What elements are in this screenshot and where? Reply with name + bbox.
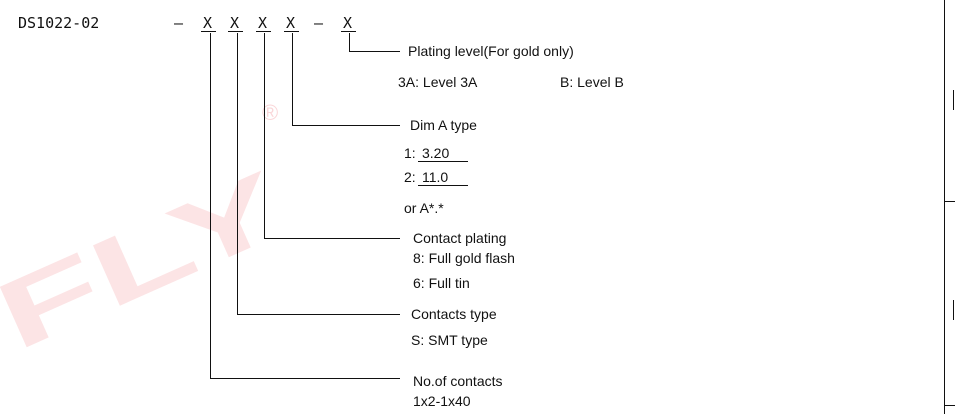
no-of-contacts-title: No.of contacts <box>413 373 503 389</box>
no-of-contacts-range: 1x2-1x40 <box>413 393 471 409</box>
contact-plating-block: Contact plating 8: Full gold flash 6: Fu… <box>413 230 515 291</box>
contact-plating-title: Contact plating <box>413 230 506 246</box>
contacts-type-option-s: S: SMT type <box>411 332 488 348</box>
leader-dim-a-type <box>292 33 400 126</box>
contacts-type-title: Contacts type <box>411 306 497 322</box>
dim-a-option2-value: 11.0 <box>422 169 448 185</box>
contacts-type-block: Contacts type S: SMT type <box>411 306 497 348</box>
leader-contact-plating <box>264 33 400 239</box>
part-number-dash: – <box>314 14 324 32</box>
part-number-prefix: DS1022-02 <box>18 14 99 32</box>
part-number-field-contacts-type: X <box>230 14 239 32</box>
part-number-field-contacts: X <box>203 14 212 32</box>
watermark-registered-mark: ® <box>262 100 278 125</box>
contact-plating-option-8: 8: Full gold flash <box>413 250 515 266</box>
watermark-text: FLY <box>0 151 299 371</box>
no-of-contacts-block: No.of contacts 1x2-1x40 <box>413 373 503 409</box>
plating-level-option-3a: 3A: Level 3A <box>398 74 478 90</box>
leader-plating-level <box>349 33 400 52</box>
plating-level-title: Plating level(For gold only) <box>408 43 574 59</box>
part-number-field-plating-level: X <box>343 14 352 32</box>
contact-plating-option-6: 6: Full tin <box>413 275 470 291</box>
dim-a-type-block: Dim A type 1: 3.20 2: 11.0 or A*.* <box>404 117 477 216</box>
leader-lines <box>210 33 400 379</box>
leader-contacts-type <box>237 33 400 315</box>
part-number-field-dim-a: X <box>286 14 295 32</box>
dim-a-type-title: Dim A type <box>410 117 477 133</box>
part-number-field-contact-plating: X <box>258 14 267 32</box>
part-number-dash: – <box>174 14 184 32</box>
part-number-code: DS1022-02 – X X X X – X <box>18 14 356 32</box>
dim-a-option2-key: 2: <box>404 169 416 185</box>
plating-level-block: Plating level(For gold only) 3A: Level 3… <box>398 43 624 90</box>
watermark: FLY ® <box>0 100 299 371</box>
leader-no-of-contacts <box>210 33 400 379</box>
dim-a-option1-key: 1: <box>404 145 416 161</box>
dim-a-option1-value: 3.20 <box>422 145 449 161</box>
frame-lines <box>944 0 955 414</box>
dim-a-other: or A*.* <box>404 200 444 216</box>
plating-level-option-b: B: Level B <box>560 74 624 90</box>
